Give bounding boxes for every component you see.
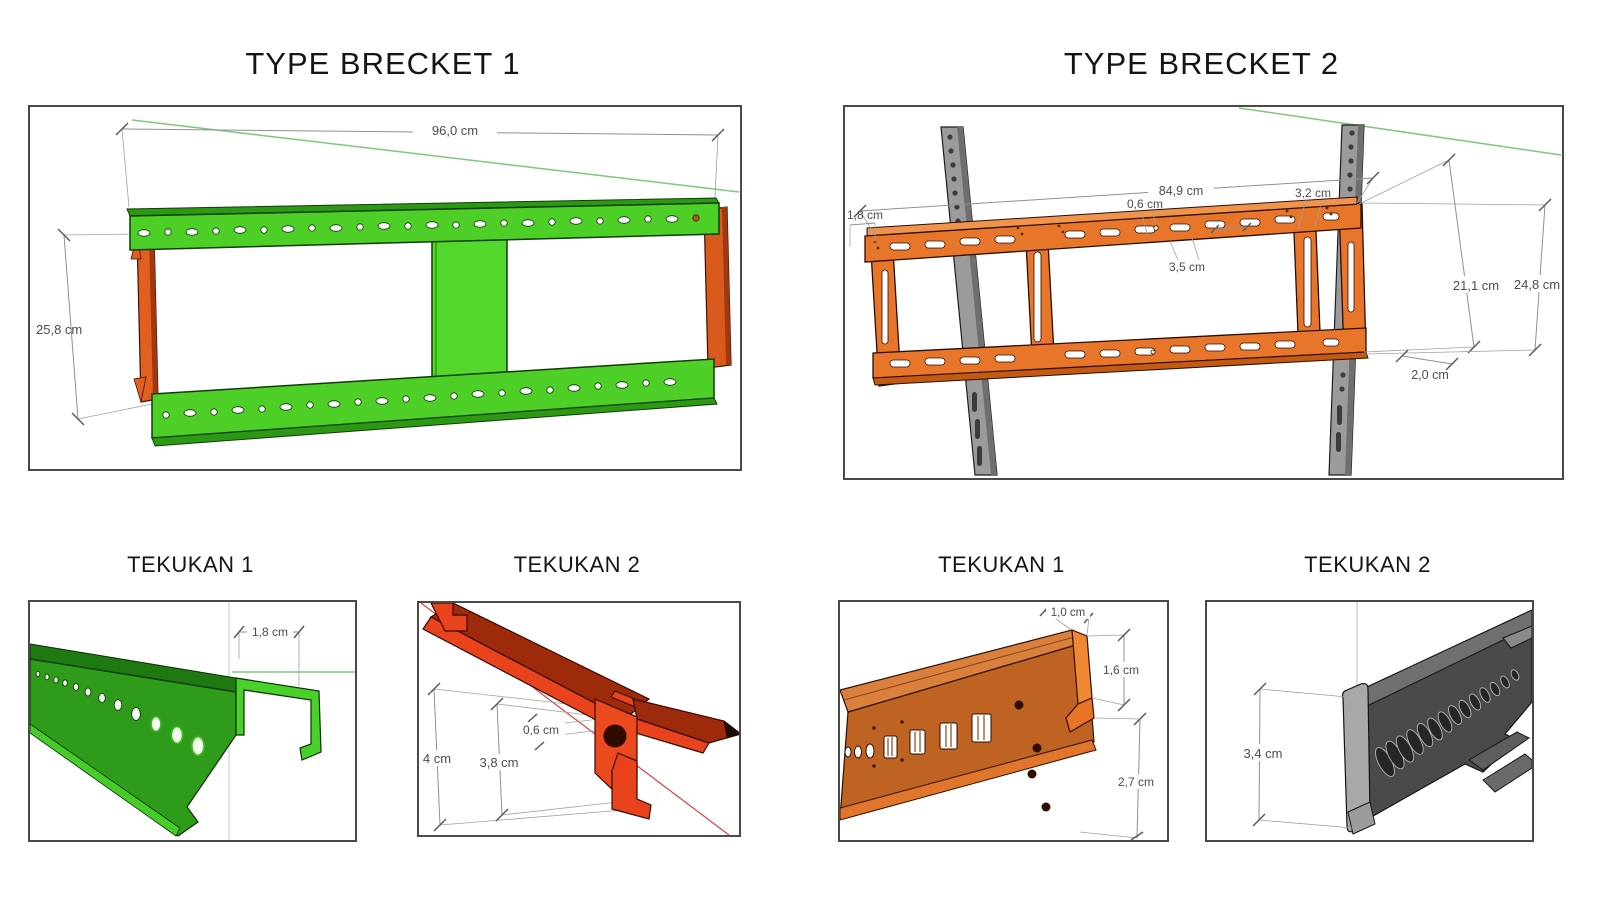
tekukan1-right-lower-dim: 2,7 cm bbox=[1118, 775, 1154, 789]
tekukan2-right-drawing: 3,4 cm bbox=[1235, 602, 1532, 835]
tekukan1-left-dimension: 1,8 cm bbox=[233, 624, 305, 686]
bracket2-width-dim: 84,9 cm bbox=[1159, 184, 1203, 198]
bracket2-dimensions: 84,9 cm 1,8 cm 0,6 cm 3,2 cm 3,5 cm bbox=[847, 153, 1562, 382]
tekukan2-right-title: TEKUKAN 2 bbox=[1304, 552, 1431, 577]
bracket2-left-wall-strap bbox=[940, 126, 998, 476]
tekukan1-right-title: TEKUKAN 1 bbox=[938, 552, 1065, 577]
tekukan2-left-inner-dim: 3,8 cm bbox=[479, 755, 518, 770]
tekukan2-left-thickness-dim: 0,6 cm bbox=[523, 723, 559, 737]
bracket1-viewport: 96,0 cm 25,8 cm bbox=[28, 105, 742, 471]
bracket1-top-rail bbox=[126, 197, 720, 251]
bracket2-slot-gap-dim: 3,5 cm bbox=[1169, 260, 1205, 274]
bracket2-drawing: 84,9 cm 1,8 cm 0,6 cm 3,2 cm 3,5 cm bbox=[847, 107, 1562, 476]
tekukan2-left-title: TEKUKAN 2 bbox=[513, 552, 641, 577]
tekukan2-right-height-dim: 3,4 cm bbox=[1243, 746, 1282, 761]
tekukan2-right-dimension: 3,4 cm bbox=[1235, 682, 1354, 829]
bracket1-center-plate bbox=[431, 223, 508, 378]
tekukan1-left-viewport: 1,8 cm bbox=[28, 600, 357, 842]
bracket1-drawing: 96,0 cm 25,8 cm bbox=[36, 119, 740, 447]
green-axis-line bbox=[131, 119, 740, 193]
tekukan1-right-dimensions: 1,0 cm 1,6 cm 2,7 cm bbox=[1039, 605, 1160, 840]
tekukan1-right-drawing: 1,0 cm 1,6 cm 2,7 cm bbox=[840, 605, 1160, 840]
bracket1-width-dim: 96,0 cm bbox=[432, 123, 478, 138]
tekukan1-left-drawing: 1,8 cm bbox=[30, 602, 355, 840]
bracket2-viewport: 84,9 cm 1,8 cm 0,6 cm 3,2 cm 3,5 cm bbox=[843, 105, 1564, 480]
bracket1-title: TYPE BRECKET 1 bbox=[245, 46, 521, 81]
tekukan1-right-top-dim: 1,0 cm bbox=[1051, 607, 1086, 619]
bracket2-edge-dim: 1,8 cm bbox=[847, 208, 883, 222]
green-axis-line bbox=[1238, 107, 1562, 156]
tekukan1-right-upper-dim: 1,6 cm bbox=[1103, 663, 1139, 677]
orange-channel-part bbox=[840, 629, 1097, 821]
tekukan1-left-flange-dim: 1,8 cm bbox=[252, 625, 288, 639]
tekukan1-right-viewport: 1,0 cm 1,6 cm 2,7 cm bbox=[838, 600, 1169, 842]
tekukan1-left-title: TEKUKAN 1 bbox=[127, 552, 254, 577]
tekukan2-right-viewport: 3,4 cm bbox=[1205, 600, 1534, 842]
bracket2-slot-dim: 3,2 cm bbox=[1295, 186, 1331, 200]
bracket2-title: TYPE BRECKET 2 bbox=[1063, 46, 1340, 81]
bracket2-depth-dim: 2,0 cm bbox=[1411, 368, 1449, 382]
bracket1-left-end-channel bbox=[130, 232, 159, 403]
bracket2-hole-dim: 0,6 cm bbox=[1127, 197, 1163, 211]
bracket1-height-dim: 25,8 cm bbox=[36, 322, 82, 337]
bracket2-frame bbox=[864, 196, 1369, 387]
gray-channel-part bbox=[1341, 609, 1532, 835]
bracket2-inner-height-dim: 21,1 cm bbox=[1453, 278, 1499, 293]
tekukan2-left-dimensions: 4 cm 3,8 cm 0,6 cm bbox=[419, 682, 565, 832]
bracket1-bottom-rail bbox=[151, 358, 718, 447]
tekukan2-left-drawing: 4 cm 3,8 cm 0,6 cm bbox=[419, 603, 739, 835]
red-bracket-part bbox=[422, 603, 739, 820]
tekukan2-left-viewport: 4 cm 3,8 cm 0,6 cm bbox=[417, 601, 741, 837]
tekukan2-left-height-dim: 4 cm bbox=[423, 751, 451, 766]
bracket2-height-dim: 24,8 cm bbox=[1514, 277, 1560, 292]
green-channel bbox=[30, 643, 322, 837]
slot-length-dim-marks bbox=[1210, 222, 1252, 234]
